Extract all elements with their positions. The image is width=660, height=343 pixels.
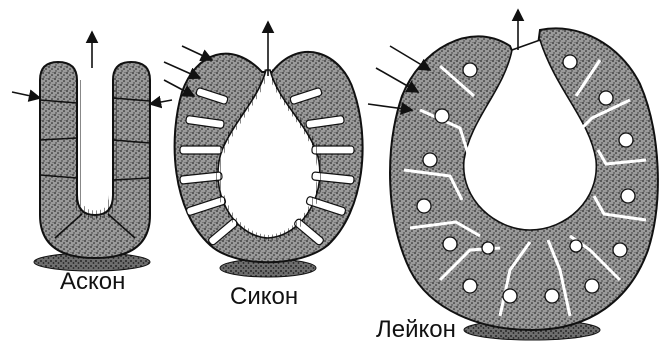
ascon-body-wall — [40, 62, 150, 258]
ascon-inflow-arrow-right — [150, 100, 172, 104]
leucon-chamber — [417, 199, 431, 213]
leucon-label: Лейкон — [376, 318, 456, 342]
leucon-diagram — [368, 10, 658, 340]
ascon-diagram — [12, 32, 172, 271]
leucon-chamber — [570, 240, 582, 252]
leucon-chamber — [599, 91, 613, 105]
leucon-chamber — [482, 242, 494, 254]
leucon-chamber — [463, 63, 477, 77]
leucon-chamber — [621, 189, 635, 203]
leucon-chamber — [585, 279, 599, 293]
sycon-label: Сикон — [230, 285, 298, 309]
leucon-chamber — [503, 289, 517, 303]
leucon-chamber — [463, 279, 477, 293]
leucon-chamber — [563, 55, 577, 69]
sycon-inflow-arrow-1 — [182, 46, 212, 60]
leucon-chamber — [619, 133, 633, 147]
ascon-choanocyte-layer — [77, 80, 113, 215]
leucon-chamber — [613, 243, 627, 257]
leucon-chamber — [443, 237, 457, 251]
sycon-diagram — [164, 22, 363, 277]
ascon-inflow-arrow-left — [12, 92, 40, 98]
leucon-inflow-arrow-1 — [390, 46, 430, 70]
ascon-label: Аскон — [60, 270, 125, 294]
leucon-chamber — [435, 109, 449, 123]
leucon-chamber — [423, 153, 437, 167]
leucon-chamber — [545, 289, 559, 303]
